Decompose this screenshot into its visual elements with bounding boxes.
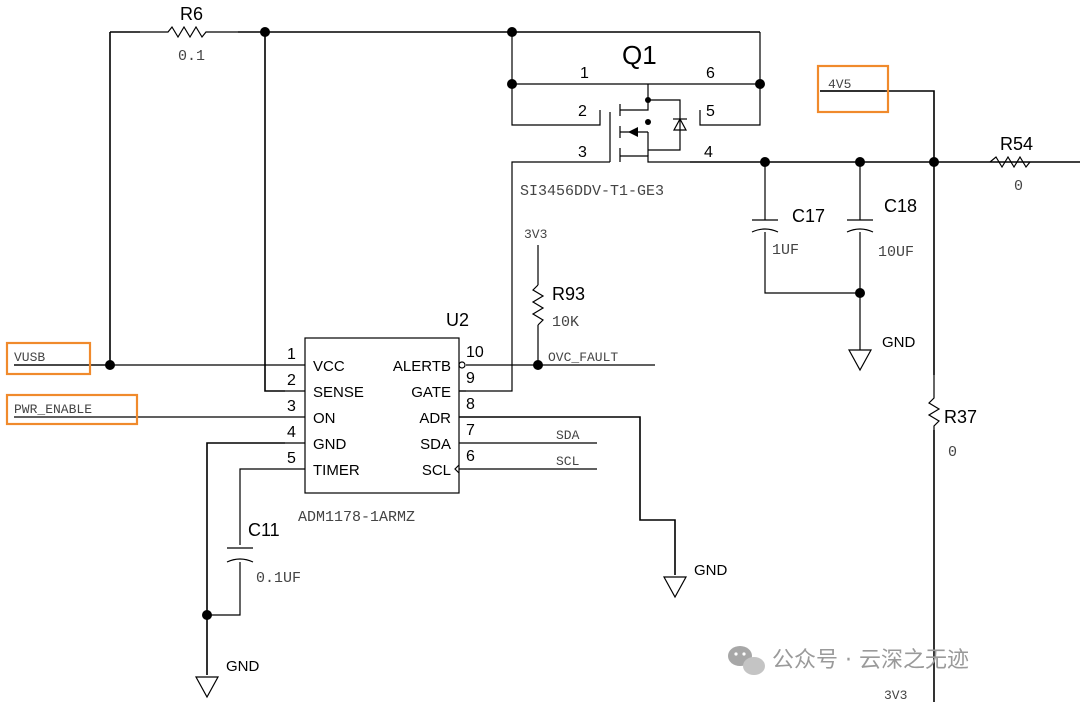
mosfet-q1: Q1 1 2 3 4 5 6 SI3456DDV-T1-GE3 — [520, 40, 715, 200]
svg-text:公众号 · 云深之无迹: 公众号 · 云深之无迹 — [772, 648, 969, 673]
junctions — [105, 27, 939, 620]
svg-text:5: 5 — [706, 103, 715, 120]
svg-text:4: 4 — [287, 424, 296, 441]
svg-text:ADR: ADR — [419, 410, 451, 427]
resistor-r6: R6 0.1 — [140, 4, 238, 65]
svg-text:Q1: Q1 — [622, 40, 657, 70]
wires — [14, 31, 1080, 702]
highlights — [5, 64, 890, 426]
svg-text:8: 8 — [466, 396, 475, 413]
svg-text:0.1: 0.1 — [178, 48, 205, 65]
svg-text:ON: ON — [313, 410, 336, 427]
svg-text:SCL: SCL — [422, 462, 451, 479]
svg-text:10UF: 10UF — [878, 244, 914, 261]
svg-text:GND: GND — [226, 658, 260, 675]
net-label-4v5: 4V5 — [828, 77, 851, 92]
svg-text:0.1UF: 0.1UF — [256, 570, 301, 587]
svg-text:9: 9 — [466, 370, 475, 387]
ic-u2: U2 1 2 3 4 5 VCC SENSE ON GND TIMER 10 9… — [285, 310, 484, 526]
svg-text:1: 1 — [580, 65, 589, 82]
svg-text:VCC: VCC — [313, 358, 345, 375]
svg-text:C18: C18 — [884, 196, 917, 216]
svg-text:C17: C17 — [792, 206, 825, 226]
svg-text:0: 0 — [1014, 178, 1023, 195]
capacitor-c11: C11 0.1UF — [226, 520, 301, 587]
svg-text:GATE: GATE — [411, 384, 451, 401]
net-label-pwr-enable: PWR_ENABLE — [14, 402, 92, 417]
svg-text:10K: 10K — [552, 314, 579, 331]
svg-text:6: 6 — [466, 448, 475, 465]
svg-text:3: 3 — [287, 398, 296, 415]
ground-u2: GND — [194, 658, 260, 699]
svg-text:7: 7 — [466, 422, 475, 439]
resistor-r37: R37 0 — [927, 375, 977, 461]
svg-text:GND: GND — [694, 562, 728, 579]
svg-text:SENSE: SENSE — [313, 384, 364, 401]
ground-c17-c18: GND — [847, 334, 916, 372]
svg-text:4: 4 — [704, 144, 713, 161]
svg-text:2: 2 — [287, 372, 296, 389]
capacitor-c17: C17 1UF — [751, 206, 825, 259]
svg-text:SDA: SDA — [420, 436, 451, 453]
svg-text:0: 0 — [948, 444, 957, 461]
capacitor-c18: C18 10UF — [846, 196, 917, 261]
highlight-vusb — [5, 341, 92, 376]
svg-text:U2: U2 — [446, 310, 469, 330]
svg-text:C11: C11 — [248, 520, 280, 540]
svg-text:1: 1 — [287, 346, 296, 363]
svg-text:10: 10 — [466, 344, 484, 361]
svg-text:R93: R93 — [552, 284, 585, 304]
svg-text:R6: R6 — [180, 4, 203, 24]
net-label-vusb: VUSB — [14, 350, 45, 365]
net-label-3v3-bottom: 3V3 — [884, 688, 907, 702]
net-label-ovc-fault: OVC_FAULT — [548, 350, 618, 365]
svg-text:1UF: 1UF — [772, 242, 799, 259]
svg-text:3: 3 — [578, 144, 587, 161]
svg-text:TIMER: TIMER — [313, 462, 360, 479]
net-label-sda: SDA — [556, 428, 580, 443]
svg-text:2: 2 — [578, 103, 587, 120]
net-label-scl: SCL — [556, 454, 579, 469]
svg-text:R54: R54 — [1000, 134, 1033, 154]
svg-text:GND: GND — [313, 436, 347, 453]
net-labels: VUSB PWR_ENABLE 4V5 3V3 3V3 OVC_FAULT SD… — [14, 77, 907, 702]
svg-text:ADM1178-1ARMZ: ADM1178-1ARMZ — [298, 509, 415, 526]
svg-text:6: 6 — [706, 65, 715, 82]
highlight-4v5 — [816, 64, 890, 114]
svg-text:R37: R37 — [944, 407, 977, 427]
svg-text:5: 5 — [287, 450, 296, 467]
svg-text:SI3456DDV-T1-GE3: SI3456DDV-T1-GE3 — [520, 183, 664, 200]
highlight-pwr-enable — [5, 393, 139, 426]
wechat-icon — [728, 646, 765, 675]
watermark: 公众号 · 云深之无迹 — [728, 646, 969, 675]
ground-adr: GND — [662, 562, 728, 599]
resistor-r54: R54 0 — [989, 134, 1033, 195]
svg-text:GND: GND — [882, 334, 916, 351]
svg-text:ALERTB: ALERTB — [393, 358, 451, 375]
resistor-r93: R93 10K — [531, 284, 585, 331]
net-label-3v3-r93: 3V3 — [524, 227, 547, 242]
